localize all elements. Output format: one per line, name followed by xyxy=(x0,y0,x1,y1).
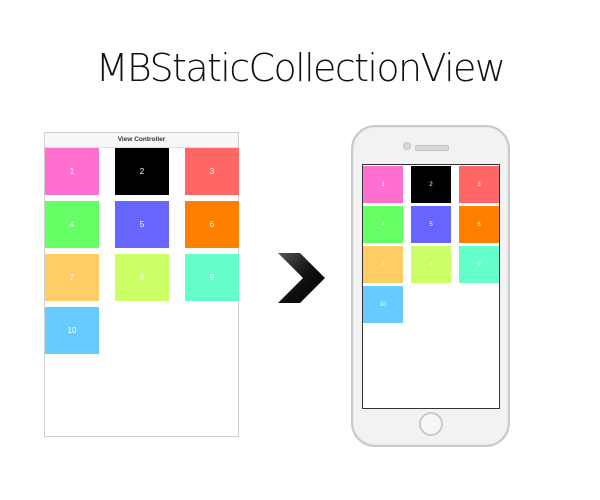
storyboard-cell-8[interactable]: 8 xyxy=(115,254,169,301)
storyboard-cell-1[interactable]: 1 xyxy=(45,148,99,195)
camera-icon xyxy=(403,142,411,150)
storyboard-nav-title: View Controller xyxy=(45,133,238,148)
storyboard-cell-6[interactable]: 6 xyxy=(185,201,239,248)
phone-cell-2[interactable]: 2 xyxy=(411,166,451,203)
phone-cell-6[interactable]: 6 xyxy=(459,206,499,243)
storyboard-cell-9[interactable]: 9 xyxy=(185,254,239,301)
storyboard-cell-4[interactable]: 4 xyxy=(45,201,99,248)
speaker-icon xyxy=(415,145,449,151)
phone-cell-10[interactable]: 10 xyxy=(363,286,403,323)
phone-cell-7[interactable]: 7 xyxy=(363,246,403,283)
home-button[interactable] xyxy=(419,412,443,436)
chevron-right-icon xyxy=(278,253,325,303)
phone-cell-4[interactable]: 4 xyxy=(363,206,403,243)
phone-cell-9[interactable]: 9 xyxy=(459,246,499,283)
phone-cell-5[interactable]: 5 xyxy=(411,206,451,243)
phone-cell-1[interactable]: 1 xyxy=(363,166,403,203)
storyboard-cell-10[interactable]: 10 xyxy=(45,307,99,354)
phone-cell-8[interactable]: 8 xyxy=(411,246,451,283)
phone-cell-3[interactable]: 3 xyxy=(459,166,499,203)
storyboard-cell-3[interactable]: 3 xyxy=(185,148,239,195)
storyboard-cell-5[interactable]: 5 xyxy=(115,201,169,248)
storyboard-cell-2[interactable]: 2 xyxy=(115,148,169,195)
storyboard-cell-7[interactable]: 7 xyxy=(45,254,99,301)
page-title: MBStaticCollectionView xyxy=(95,46,506,90)
